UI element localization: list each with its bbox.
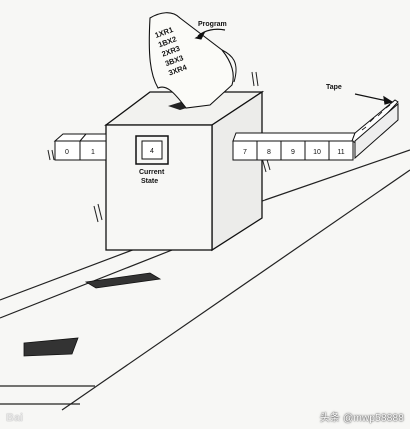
watermark-left: Bai [6,412,24,424]
tape-cell-9: 9 [291,149,295,156]
program-label: Program [198,21,227,28]
state-cell [141,140,163,160]
program-paper [148,12,234,109]
tape-cell-10: 10 [313,149,321,156]
current-state-label-line2: State [141,178,158,185]
floor-slot-lower [23,337,79,357]
current-state-label: Current [139,169,165,176]
tape-cell-1: 1 [91,149,95,156]
state-cell-value: 4 [150,148,154,155]
tape-cell-0: 0 [65,149,69,156]
left-tape [53,133,107,161]
floor-slot-upper [84,272,162,289]
tape-receding-segments [361,104,391,131]
tape-arrow [354,93,394,105]
tape-cell-11: 11 [337,149,344,156]
right-tape [232,99,399,161]
tape-label: Tape [326,84,342,91]
watermark-right: 头条 @mwp58888 [319,413,404,424]
program-paper-fold [221,49,237,83]
tape-cell-7: 7 [243,149,247,156]
state-window-outer [135,135,169,165]
motion-marks [47,71,271,223]
program-arrow [194,28,226,40]
machine-box [104,90,265,252]
tape-cell-8: 8 [267,149,271,156]
